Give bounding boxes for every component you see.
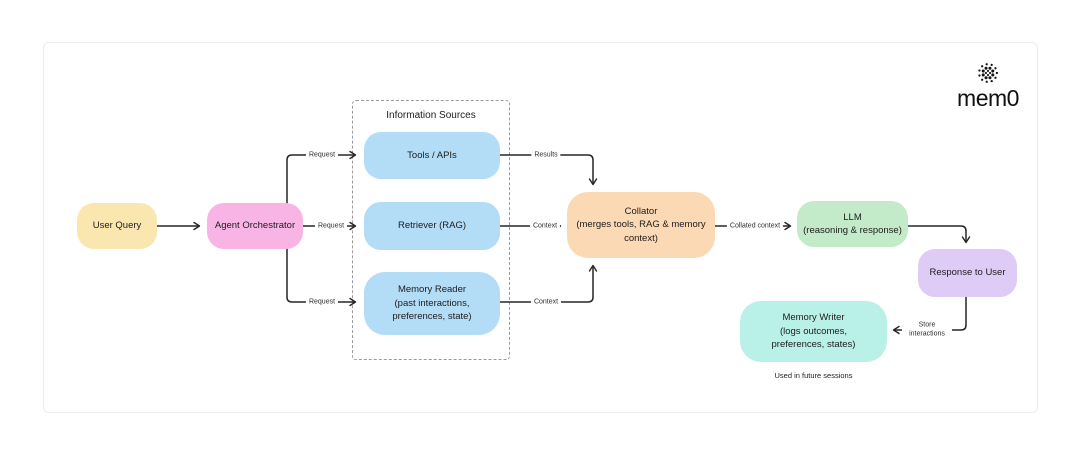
node-agent-orchestrator-label: Agent Orchestrator (214, 220, 296, 232)
node-memory-reader-subtitle: (past interactions, preferences, state) (392, 297, 472, 323)
node-agent-orchestrator: Agent Orchestrator (207, 203, 303, 249)
node-response-to-user-label: Response to User (929, 267, 1006, 279)
arrow-tools-to-collator (499, 154, 598, 186)
arrow-llm-to-response (907, 225, 971, 244)
arrow-memoryreader-to-collator (499, 264, 598, 303)
arrow-response-to-memorywriter (892, 296, 967, 335)
node-user-query-label: User Query (92, 220, 142, 232)
edge-label-collated-context: Collated context (726, 221, 784, 231)
node-retriever-rag-label: Retriever (RAG) (397, 220, 467, 232)
mem0-wordmark: mem0 (957, 85, 1019, 111)
node-memory-writer-title: Memory Writer (782, 312, 845, 324)
node-user-query: User Query (77, 203, 157, 249)
edge-label-request-tools: Request (305, 150, 339, 160)
edge-label-context-memory: Context (530, 297, 562, 307)
node-memory-reader-title: Memory Reader (397, 284, 467, 296)
information-sources-label: Information Sources (386, 110, 476, 121)
node-llm: LLM (reasoning & response) (797, 201, 908, 247)
node-collator-subtitle: (merges tools, RAG & memory context) (576, 219, 706, 244)
edge-label-context-retriever: Context (529, 221, 561, 231)
edge-label-store-interactions: Store interactions (902, 320, 952, 340)
node-memory-reader: Memory Reader (past interactions, prefer… (364, 272, 500, 335)
node-response-to-user: Response to User (918, 249, 1017, 297)
node-memory-writer-subtitle: (logs outcomes, preferences, states) (771, 325, 856, 351)
node-collator: Collator (merges tools, RAG & memory con… (567, 192, 715, 258)
mem0-logo: mem0 (948, 60, 1028, 111)
dots-burst-icon (978, 63, 999, 83)
edge-label-request-memory: Request (305, 297, 339, 307)
arrow-orchestrator-to-tools (286, 150, 357, 204)
node-memory-writer: Memory Writer (logs outcomes, preference… (740, 301, 887, 362)
node-llm-subtitle: (reasoning & response) (803, 225, 902, 236)
node-tools-apis-label: Tools / APIs (407, 149, 457, 161)
node-llm-title: LLM (843, 211, 862, 223)
node-retriever-rag: Retriever (RAG) (364, 202, 500, 250)
arrow-orchestrator-to-memoryreader (286, 248, 357, 307)
node-tools-apis: Tools / APIs (364, 132, 500, 179)
node-collator-title: Collator (624, 205, 658, 217)
future-sessions-caption: Used in future sessions (774, 371, 853, 380)
edge-label-request-retriever: Request (314, 221, 348, 231)
edge-label-results: Results (531, 150, 561, 160)
